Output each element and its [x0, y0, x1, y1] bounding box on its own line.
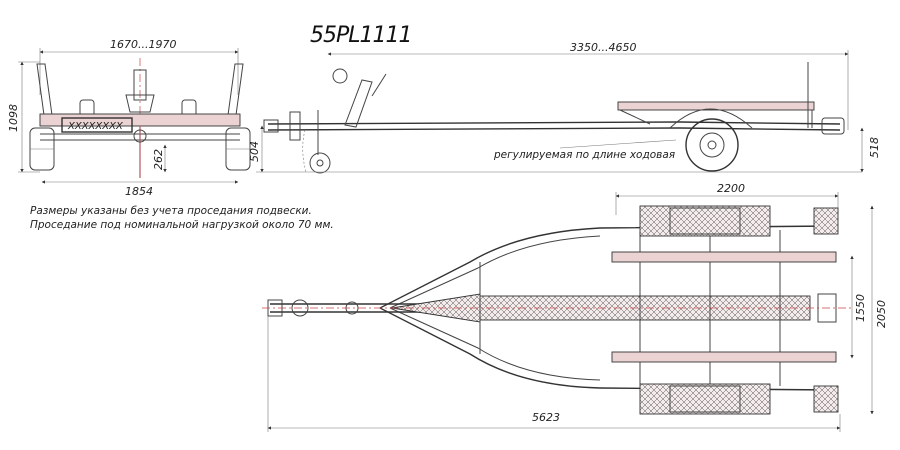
- footnote-line-2: Проседание под номинальной нагрузкой око…: [30, 219, 334, 231]
- front-view: 1670...1970 1098 XXXXXXXX 262: [7, 38, 251, 198]
- dim-front-height: 1098: [7, 104, 20, 132]
- dim-side-hitch-height: 504: [248, 141, 261, 162]
- dim-top-width: 2200: [717, 182, 745, 195]
- dim-top-total-length: 5623: [532, 411, 560, 424]
- drawing-title: 55PL1111: [310, 23, 412, 48]
- dim-side-length: 3350...4650: [570, 41, 636, 54]
- dim-front-width: 1670...1970: [110, 38, 176, 51]
- dim-side-frame-height: 518: [868, 137, 881, 158]
- adjustable-axle-note: регулируемая по длине ходовая: [493, 149, 675, 161]
- top-view: 2200 1: [262, 182, 888, 432]
- dim-top-outer-width: 2050: [875, 300, 888, 328]
- axle-marking: XXXXXXXX: [67, 121, 124, 132]
- side-view: 3350...4650 504: [248, 41, 881, 174]
- dim-top-inner-width: 1550: [854, 294, 867, 322]
- dim-front-clearance: 262: [152, 149, 165, 170]
- footnote-line-1: Размеры указаны без учета проседания под…: [30, 205, 312, 217]
- dim-front-track: 1854: [125, 185, 153, 198]
